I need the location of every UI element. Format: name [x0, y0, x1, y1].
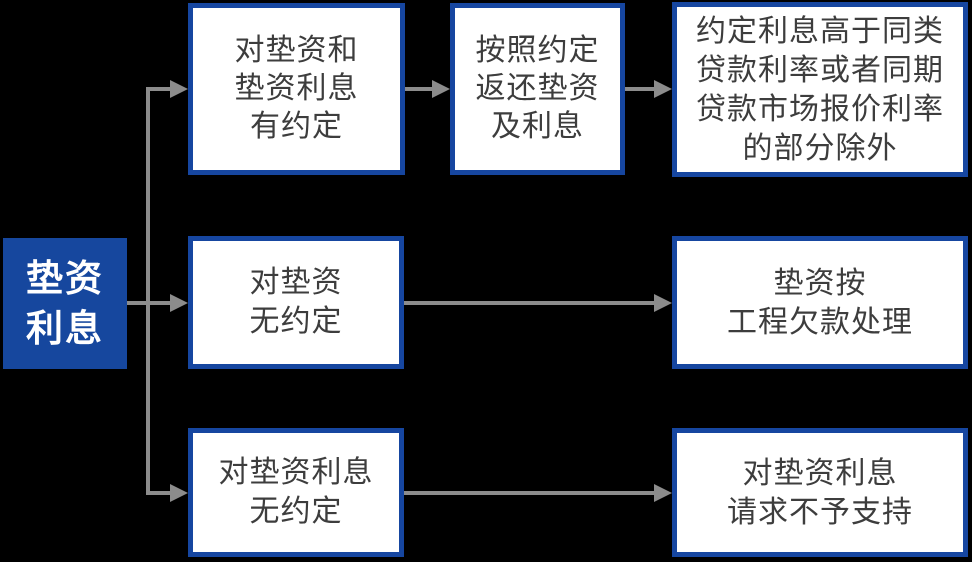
node-advance-interest-root: 垫资 利息: [3, 238, 127, 369]
node-return-per-agreement: 按照约定 返还垫资 及利息: [450, 3, 625, 175]
node-label: 对垫资利息 请求不予支持: [727, 456, 913, 529]
connector-trunk-vertical: [146, 87, 150, 495]
arrowhead-row2: [654, 294, 672, 312]
connector-branch-bottom: [146, 491, 170, 495]
node-no-agreement-on-interest: 对垫资利息 无约定: [188, 428, 404, 557]
arrowhead-branch-top: [170, 80, 188, 98]
connector-row1-bc: [625, 87, 654, 91]
connector-branch-top: [146, 87, 170, 91]
connector-branch-middle: [127, 301, 170, 305]
arrowhead-row3: [654, 484, 672, 502]
node-agreement-on-advance-and-interest: 对垫资和 垫资利息 有约定: [188, 3, 405, 175]
connector-row1-ab: [405, 87, 432, 91]
connector-row2: [404, 301, 654, 305]
node-label: 对垫资和 垫资利息 有约定: [234, 33, 359, 144]
arrowhead-row1-ab: [432, 80, 450, 98]
node-label: 按照约定 返还垫资 及利息: [475, 33, 600, 144]
connector-row3: [404, 491, 654, 495]
node-interest-claim-not-supported: 对垫资利息 请求不予支持: [672, 428, 968, 557]
node-label: 对垫资利息 无约定: [218, 456, 374, 528]
node-label: 对垫资 无约定: [249, 266, 343, 338]
node-label: 约定利息高于同类 贷款利率或者同期 贷款市场报价利率 的部分除外: [696, 14, 944, 165]
node-label: 垫资按 工程欠款处理: [727, 266, 913, 339]
node-no-agreement-on-advance: 对垫资 无约定: [188, 236, 404, 369]
node-advance-treated-as-project-debt: 垫资按 工程欠款处理: [672, 236, 968, 369]
root-node-label: 垫资 利息: [26, 257, 104, 349]
arrowhead-row1-bc: [654, 80, 672, 98]
node-rate-cap-exception: 约定利息高于同类 贷款利率或者同期 贷款市场报价利率 的部分除外: [672, 2, 968, 177]
arrowhead-branch-bottom: [170, 484, 188, 502]
arrowhead-branch-middle: [170, 294, 188, 312]
